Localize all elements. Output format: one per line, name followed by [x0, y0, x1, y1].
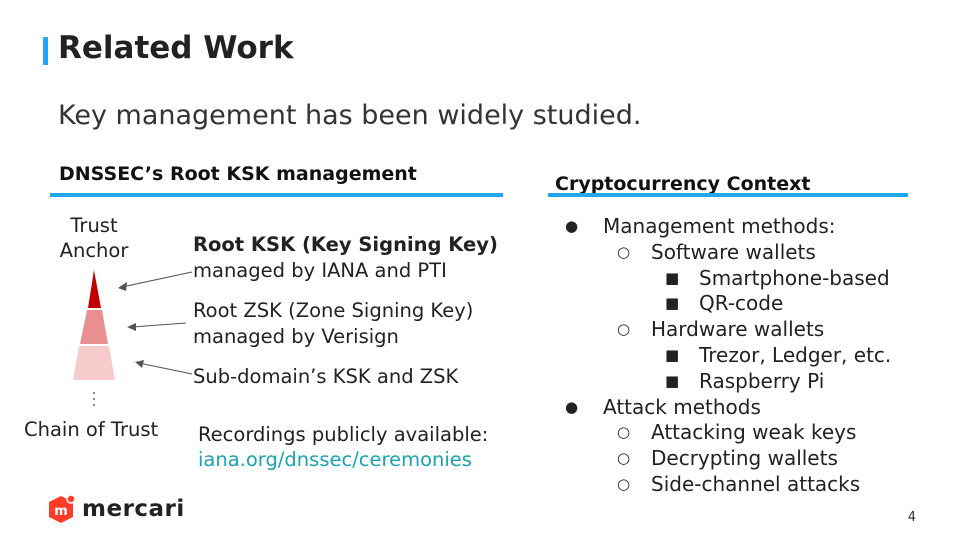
arrow-subdomain	[138, 362, 193, 375]
ellipsis-dot	[93, 392, 95, 394]
root-zsk-title: Root ZSK (Zone Signing Key)	[193, 299, 474, 322]
bullet-marker-level-2: ○	[617, 475, 631, 493]
ceremonies-link[interactable]: iana.org/dnssec/ceremonies	[198, 448, 472, 471]
bullet-marker-level-2: ○	[617, 320, 631, 339]
root-ksk-manager: managed by IANA and PTI	[193, 259, 447, 282]
bullet-marker-level-3: ■	[665, 268, 680, 287]
bullet-marker-level-3: ■	[665, 294, 680, 313]
ellipsis-dot	[93, 398, 95, 400]
chain-of-trust-diagram	[73, 270, 193, 406]
bullet-item: Smartphone-based	[699, 265, 890, 290]
mercari-logo-icon: m	[49, 494, 76, 523]
bullet-item: Side-channel attacks	[651, 472, 861, 496]
chain-of-trust-label: Chain of Trust	[24, 418, 159, 441]
page-number: 4	[907, 510, 916, 525]
bullet-item: Attacking weak keys	[651, 420, 857, 445]
arrow-zsk-head	[127, 323, 136, 331]
crypto-heading-rule	[548, 193, 908, 197]
bullet-item: Software wallets	[651, 239, 816, 264]
bullet-item: Trezor, Ledger, etc.	[699, 343, 892, 367]
mercari-logo-text: mercari	[82, 496, 185, 522]
dnssec-heading: DNSSEC’s Root KSK management	[59, 163, 417, 185]
bullet-item: QR-code	[699, 291, 784, 316]
bullet-marker-level-1: ●	[565, 397, 579, 416]
bullet-item: Attack methods	[603, 394, 761, 419]
bullet-item: Hardware wallets	[651, 317, 825, 342]
bullet-marker-level-2: ○	[617, 242, 631, 261]
trust-pyramid-bottom	[73, 346, 115, 380]
trust-pyramid-top	[88, 270, 101, 308]
title-accent-bar	[43, 37, 48, 65]
bullet-marker-level-2: ○	[617, 449, 631, 468]
arrow-zsk	[131, 322, 187, 328]
bullet-item: Raspberry Pi	[699, 368, 825, 393]
root-zsk-manager: managed by Verisign	[193, 325, 399, 348]
arrow-ksk-head	[118, 282, 127, 291]
subdomain-keys: Sub-domain’s KSK and ZSK	[193, 365, 459, 388]
root-ksk-title: Root KSK (Key Signing Key)	[193, 233, 498, 256]
arrow-ksk	[121, 271, 193, 288]
crypto-heading: Cryptocurrency Context	[555, 173, 811, 195]
page-subtitle: Key management has been widely studied.	[58, 100, 642, 131]
bullet-item: Decrypting wallets	[651, 446, 838, 471]
ellipsis-dot	[93, 404, 95, 406]
dnssec-heading-rule	[50, 193, 503, 197]
bullet-item: Management methods:	[603, 214, 836, 238]
arrow-subdomain-head	[135, 360, 144, 368]
bullet-marker-level-3: ■	[665, 371, 680, 390]
bullet-marker-level-1: ●	[565, 217, 579, 235]
recordings-text: Recordings publicly available:	[198, 423, 489, 446]
logo-glyph: m	[54, 504, 68, 519]
bullet-marker-level-3: ■	[665, 346, 680, 364]
anchor-label: Anchor	[59, 239, 129, 262]
bullet-marker-level-2: ○	[617, 423, 631, 442]
page-title: Related Work	[58, 30, 294, 66]
trust-pyramid-middle	[80, 310, 108, 344]
trust-label: Trust	[70, 214, 118, 237]
